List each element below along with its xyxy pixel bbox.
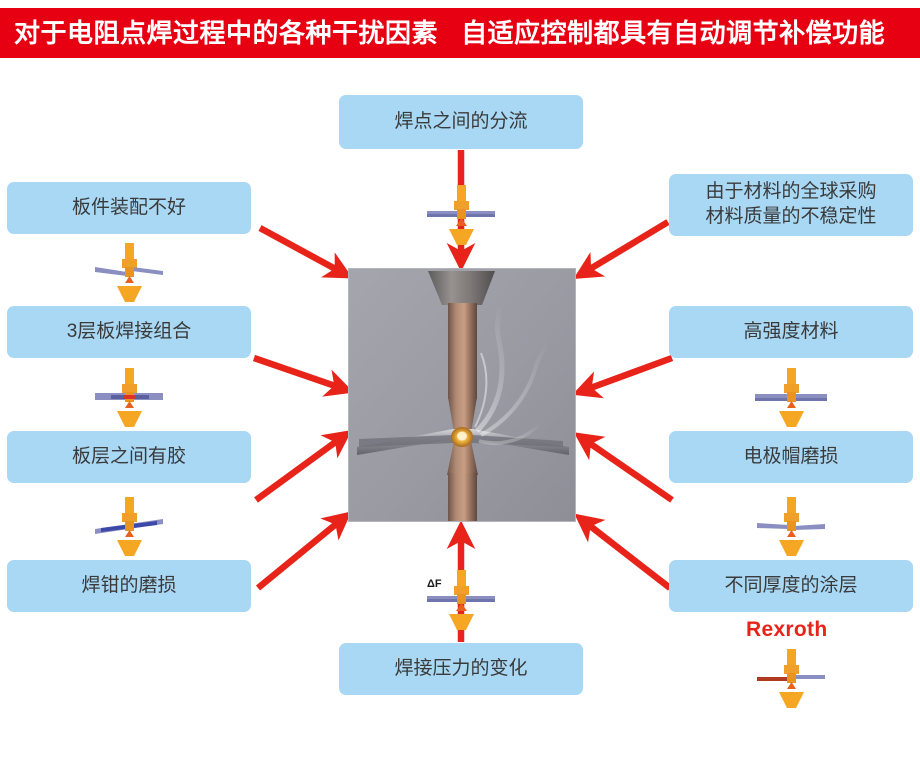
welding-gun-icon: [749, 368, 833, 430]
delta-force-label: ΔF: [427, 578, 442, 590]
arrow-right-4: [574, 513, 672, 591]
factor-label: 板件装配不好: [71, 196, 186, 218]
factor-label: 电极帽磨损: [743, 445, 839, 467]
welding-gun-icon: [419, 185, 503, 247]
brand-label: Rexroth: [746, 618, 828, 641]
page-title: 对于电阻点焊过程中的各种干扰因素 自适应控制都具有自动调节补偿功能: [14, 18, 886, 48]
factor-label: 不同厚度的涂层: [724, 574, 858, 596]
factor-box-bottom-center[interactable]: 焊接压力的变化: [339, 643, 583, 695]
factor-box-left-2[interactable]: 3层板焊接组合: [7, 306, 251, 358]
arrow-left-1: [258, 225, 353, 279]
factor-label: 由于材料的全球采购 材料质量的不稳定性: [705, 181, 877, 227]
page-title-banner: 对于电阻点焊过程中的各种干扰因素 自适应控制都具有自动调节补偿功能: [0, 8, 920, 58]
welding-gun-icon: [87, 497, 171, 559]
factor-label: 板层之间有胶: [71, 445, 186, 467]
factor-box-left-3[interactable]: 板层之间有胶: [7, 431, 251, 483]
factor-label: 3层板焊接组合: [66, 320, 192, 342]
welding-gun-icon: [419, 570, 503, 632]
arrow-right-2: [572, 354, 674, 399]
arrow-left-3: [254, 429, 353, 503]
factor-box-right-2[interactable]: 高强度材料: [669, 306, 913, 358]
resistance-spot-welding-photo: [348, 268, 576, 522]
factor-box-top-center[interactable]: 焊点之间的分流: [339, 95, 583, 149]
factor-label: 焊接压力的变化: [394, 657, 528, 679]
welding-gun-icon: [87, 368, 171, 430]
arrow-left-4: [255, 511, 352, 591]
arrow-right-1: [573, 219, 670, 280]
factor-label: 焊钳的磨损: [81, 574, 177, 596]
welding-gun-icon: [87, 243, 171, 305]
welding-gun-icon: [749, 497, 833, 559]
arrow-left-2: [252, 354, 354, 397]
factor-box-right-4[interactable]: 不同厚度的涂层: [669, 560, 913, 612]
factor-box-left-1[interactable]: 板件装配不好: [7, 182, 251, 234]
factor-label: 焊点之间的分流: [394, 110, 528, 132]
factor-box-right-1[interactable]: 由于材料的全球采购 材料质量的不稳定性: [669, 174, 913, 236]
factor-box-left-4[interactable]: 焊钳的磨损: [7, 560, 251, 612]
factor-box-right-3[interactable]: 电极帽磨损: [669, 431, 913, 483]
factor-label: 高强度材料: [743, 320, 839, 342]
welding-gun-icon: [749, 649, 833, 711]
arrow-right-3: [573, 432, 674, 503]
